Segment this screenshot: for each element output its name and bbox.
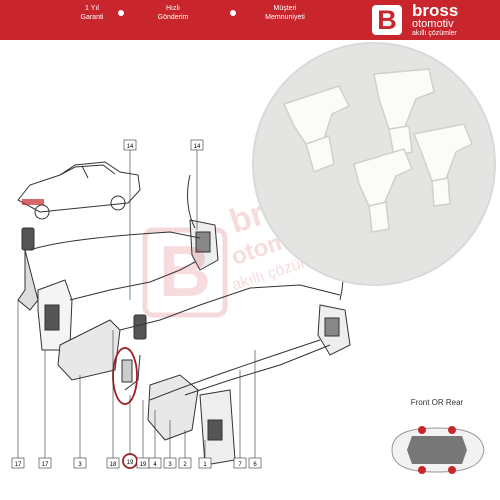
- callout-bottom-11: 7: [238, 462, 242, 468]
- separator-dot: [230, 10, 236, 16]
- front-or-rear-indicator: Front OR Rear: [382, 398, 492, 492]
- satisfaction-badge-line1: Müşteri: [273, 5, 297, 12]
- satisfaction-badge: Müşteri Memnuniyeti: [240, 4, 330, 22]
- callout-top-2: 14: [194, 144, 201, 150]
- callout-bottom-8: 3: [168, 462, 172, 468]
- callout-bottom-6: 19: [140, 462, 147, 468]
- left-lock-assembly: [17, 227, 121, 381]
- watermark-logo: [142, 227, 228, 318]
- callout-top-1: 14: [127, 144, 134, 150]
- car-sketch: [17, 161, 141, 220]
- brand-logo-letter: B: [377, 5, 397, 35]
- callout-bottom-7: 4: [153, 462, 157, 468]
- top-callouts: 14 14: [123, 139, 204, 151]
- callout-bottom-3: 3: [78, 462, 82, 468]
- bottom-callouts: 17 17 3 18 19 19 4 3 2 1 7 6: [11, 457, 262, 469]
- front-or-rear-label: Front OR Rear: [410, 398, 464, 407]
- shipping-badge-line1: Hızlı: [166, 5, 180, 12]
- callout-bottom-9: 2: [183, 462, 187, 468]
- separator-dot: [118, 10, 124, 16]
- brand-name: bross: [412, 1, 459, 20]
- white-clips-photo: [282, 68, 473, 233]
- brand-logo: B: [372, 5, 402, 35]
- header-banner: 1 Yıl Garanti Hızlı Gönderim Müşteri Mem…: [0, 0, 500, 40]
- callout-bottom-4: 18: [110, 462, 117, 468]
- warranty-badge-line2: Garanti: [80, 14, 104, 21]
- callout-bottom-1: 17: [15, 462, 22, 468]
- callout-bottom-12: 6: [253, 462, 257, 468]
- product-closeup-inset: [252, 42, 496, 286]
- callout-bottom-5: 19: [127, 460, 134, 466]
- door-lock-parts-diagram: 14 14 17 17 3 18 19 19 4 3 2 1 7 6: [11, 139, 351, 469]
- callout-leaders: [17, 150, 256, 458]
- shipping-badge: Hızlı Gönderim: [128, 4, 218, 22]
- right-lock-assembly: [317, 304, 351, 356]
- car-top-view-icon: [391, 426, 485, 474]
- watermark-letter: B: [159, 232, 211, 312]
- callout-bottom-2: 17: [42, 462, 49, 468]
- control-rods: [29, 174, 346, 401]
- satisfaction-badge-line2: Memnuniyeti: [265, 14, 305, 21]
- warranty-badge: 1 Yıl Garanti: [47, 4, 137, 22]
- brand-tagline: akıllı çözümler: [412, 30, 457, 37]
- shipping-badge-line2: Gönderim: [157, 14, 189, 21]
- callout-bottom-10: 1: [203, 462, 207, 468]
- brand-subtitle: otomotiv: [412, 18, 454, 30]
- warranty-badge-line1: 1 Yıl: [85, 5, 99, 12]
